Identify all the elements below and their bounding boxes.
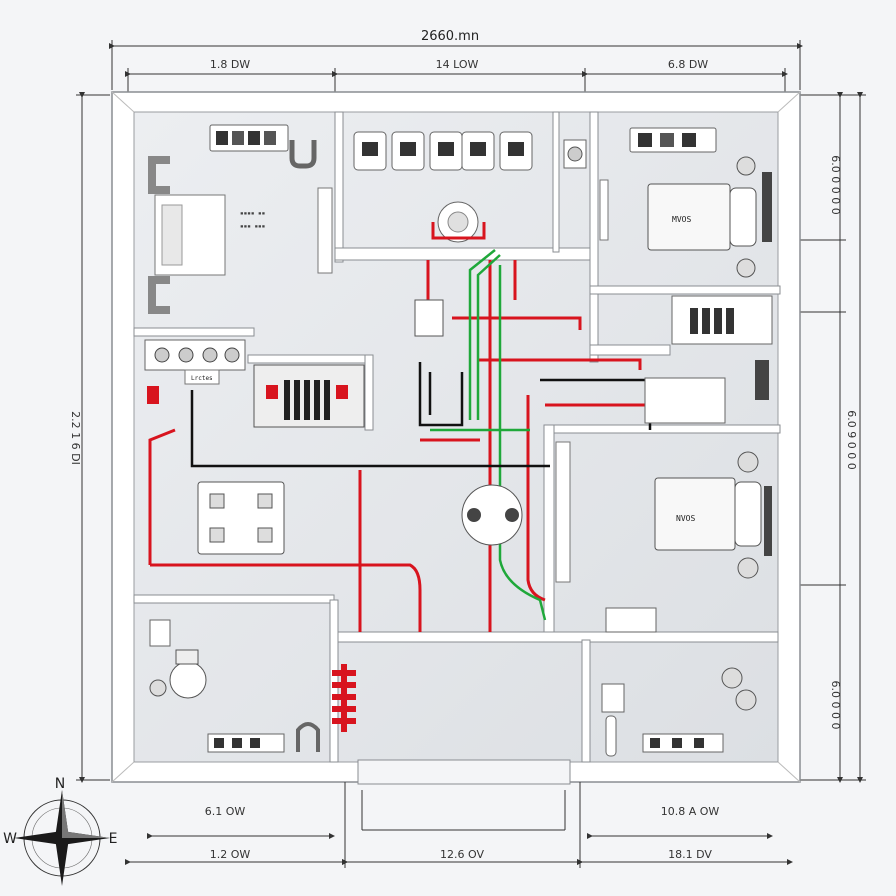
bottom-middle-dim-label: 12.6 OV: [440, 848, 484, 861]
bottom-right-dim-label: 18.1 DV: [668, 848, 712, 861]
svg-text:▪▪▪▪ ▪▪: ▪▪▪▪ ▪▪: [240, 210, 265, 217]
center-fixtures: [197, 481, 523, 555]
red-wiring: [148, 260, 650, 632]
side-dimensions: [76, 92, 866, 783]
right-bottom-dim-label: 6.0 0 0 0: [829, 681, 842, 730]
right-middle-dim-label: 6.0 9 0 0 0: [845, 410, 858, 469]
top-left-dim-label: 1.8 DW: [210, 58, 250, 71]
svg-text:▪▪▪ ▪▪▪: ▪▪▪ ▪▪▪: [240, 223, 265, 230]
left-dim-label: 2.2 1 6 DI: [69, 411, 82, 465]
top-right-dim-label: 6.8 DW: [668, 58, 708, 71]
left-middle-fixtures: [144, 299, 444, 428]
compass-rose: [14, 790, 110, 886]
overall-width-label: 2660.mn: [421, 29, 479, 44]
top-middle-dim-label: 14 LOW: [436, 58, 479, 71]
bottom-left-inner-dim-label: 6.1 OW: [205, 805, 246, 818]
appliance-top-right-label: MVOS: [672, 215, 691, 224]
appliance-right-mid-label: NVOS: [676, 514, 695, 523]
right-room-fixtures: [555, 441, 772, 633]
top-left-fixtures: ▪▪▪▪ ▪▪ ▪▪▪ ▪▪▪: [148, 124, 333, 314]
bottom-right-inner-dim-label: 10.8 A OW: [661, 805, 720, 818]
green-wiring: [430, 249, 547, 621]
interior-walls: [133, 111, 781, 763]
compass-east: E: [109, 831, 118, 847]
right-middle-fixtures: [644, 295, 773, 424]
bottom-right-fixtures: [601, 667, 757, 757]
panel-label: Lrctes: [191, 375, 213, 382]
top-dimensions: [109, 40, 803, 92]
bottom-left-dim-label: 1.2 OW: [210, 848, 251, 861]
bottom-left-fixtures: [149, 619, 356, 753]
top-middle-fixtures: [353, 131, 609, 243]
compass-west: W: [3, 831, 17, 847]
right-top-dim-label: 6.0 0 0 0 0: [829, 155, 842, 214]
bottom-dimensions: [125, 782, 793, 868]
compass-north: N: [55, 776, 65, 792]
top-right-fixtures: [629, 127, 772, 278]
